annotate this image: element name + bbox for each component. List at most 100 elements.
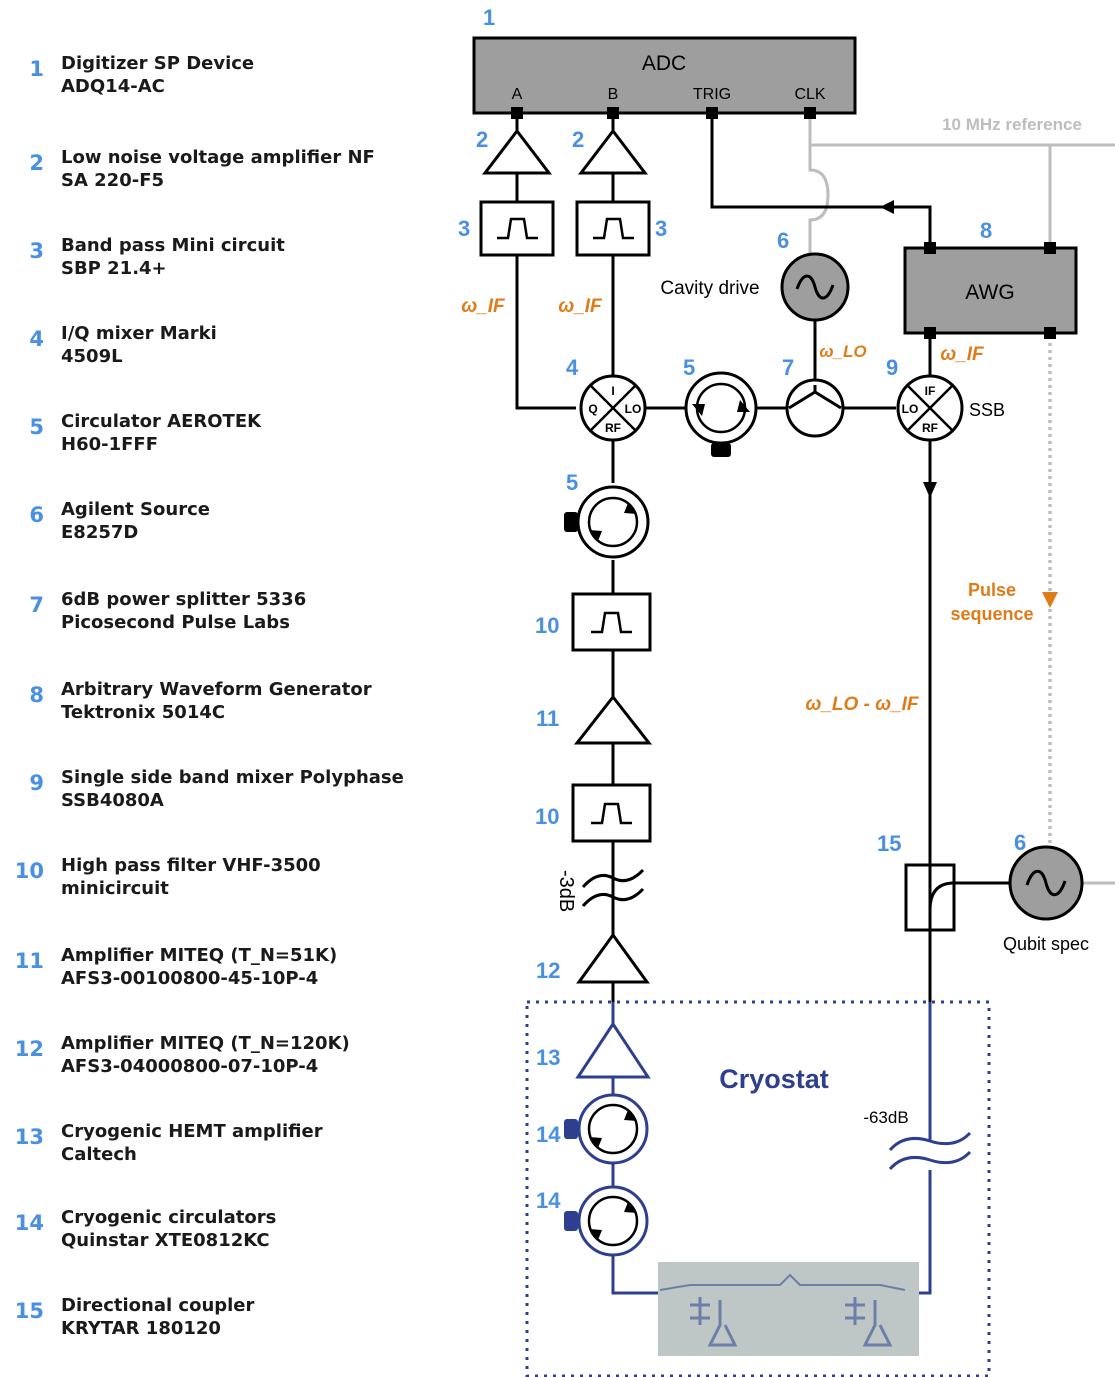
sample-chip-photo xyxy=(658,1262,919,1356)
cryostat-boundary xyxy=(525,1000,991,1377)
legend-number: 10 xyxy=(14,859,44,883)
awg-block: AWG xyxy=(903,242,1078,339)
component-number: 6 xyxy=(1014,830,1026,855)
legend-line-2: SBP 21.4+ xyxy=(61,258,167,279)
component-number: 1 xyxy=(483,5,495,30)
legend-line-2: H60-1FFF xyxy=(61,434,158,455)
black-wires xyxy=(515,114,1010,1002)
iq-mixer: I Q LO RF xyxy=(579,374,647,442)
component-number: 3 xyxy=(655,216,667,241)
iq-port-q: Q xyxy=(588,402,597,416)
circulator-icon xyxy=(564,1185,649,1257)
rf-arrow-icon xyxy=(923,482,937,498)
legend-line-1: Arbitrary Waveform Generator xyxy=(61,679,372,700)
legend-line-2: KRYTAR 180120 xyxy=(61,1318,221,1339)
qubit-spec-source xyxy=(1008,845,1084,921)
component-number: 5 xyxy=(566,470,578,495)
coupler-icon xyxy=(904,863,956,932)
component-number: 12 xyxy=(536,958,560,983)
component-number: 7 xyxy=(782,355,794,380)
component-number: 15 xyxy=(877,831,901,856)
amplifier-triangle-icon xyxy=(576,932,650,984)
pulse-sequence-label-1: Pulse xyxy=(968,580,1016,600)
circulator-icon xyxy=(684,371,758,457)
legend-number: 12 xyxy=(14,1037,44,1061)
omega-if-label-b: ω_IF xyxy=(558,296,603,317)
legend-item: 12 Amplifier MITEQ (T_N=120K)AFS3-0400080… xyxy=(0,1032,450,1080)
pulse-arrow-icon xyxy=(1042,592,1058,608)
legend-line-2: Picosecond Pulse Labs xyxy=(61,612,290,633)
legend-line-1: Agilent Source xyxy=(61,499,210,520)
legend-number: 6 xyxy=(29,503,44,527)
legend-line-1: Circulator AEROTEK xyxy=(61,411,262,432)
component-number: 8 xyxy=(980,218,992,243)
adc-port-b: B xyxy=(608,86,619,103)
legend-number: 1 xyxy=(29,57,44,81)
legend-number: 14 xyxy=(14,1211,44,1235)
legend-line-2: E8257D xyxy=(61,522,139,543)
qubit-spec-label: Qubit spec xyxy=(1003,934,1089,954)
bandpass-filter-icon xyxy=(575,200,651,257)
ssb-label: SSB xyxy=(969,400,1005,420)
cavity-drive-source xyxy=(780,252,850,322)
legend-line-2: Tektronix 5014C xyxy=(61,702,226,723)
component-number: 5 xyxy=(683,355,695,380)
legend-line-1: Band pass Mini circuit xyxy=(61,235,285,256)
legend-line-2: SSB4080A xyxy=(61,790,164,811)
highpass-filter-icon xyxy=(571,592,652,652)
legend-number: 3 xyxy=(29,239,44,263)
omega-if-label-a: ω_IF xyxy=(461,296,506,317)
splitter-icon xyxy=(785,378,845,438)
component-number: 4 xyxy=(566,355,579,380)
legend-number: 11 xyxy=(14,949,44,973)
omega-lo-label: ω_LO xyxy=(819,342,866,361)
reference-lines xyxy=(808,114,1115,885)
attenuation-top-label: -3dB xyxy=(555,870,577,912)
legend-line-1: Low noise voltage amplifier NF xyxy=(61,147,375,168)
legend-line-1: Directional coupler xyxy=(61,1295,255,1316)
adc-port-a: A xyxy=(512,86,523,103)
legend-line-1: Amplifier MITEQ (T_N=51K) xyxy=(61,945,338,966)
mixer-icon xyxy=(906,384,954,432)
ssb-port-rf: RF xyxy=(922,421,938,435)
legend-number: 8 xyxy=(29,683,44,707)
legend-line-1: Single side band mixer Polyphase xyxy=(61,767,404,788)
legend-number: 7 xyxy=(29,593,44,617)
component-number: 13 xyxy=(536,1045,560,1070)
legend-line-1: Cryogenic circulators xyxy=(61,1207,277,1228)
awg-label: AWG xyxy=(965,281,1014,304)
circulator-icon xyxy=(564,1093,649,1165)
legend-line-1: High pass filter VHF-3500 xyxy=(61,855,321,876)
bandpass-filter-icon xyxy=(479,200,555,257)
amplifier-triangle-icon xyxy=(575,1021,651,1079)
attenuator-icon xyxy=(888,1131,972,1171)
legend-number: 2 xyxy=(29,151,44,175)
legend-description: Amplifier MITEQ (T_N=120K)AFS3-04000800-… xyxy=(61,1032,350,1078)
iq-port-i: I xyxy=(611,384,614,398)
attenuation-cryo-label: -63dB xyxy=(863,1108,908,1127)
amplifier-triangle-icon xyxy=(577,128,649,175)
highpass-filter-icon xyxy=(571,783,652,843)
component-number: 10 xyxy=(535,804,559,829)
legend-line-1: Amplifier MITEQ (T_N=120K) xyxy=(61,1033,350,1054)
component-number: 11 xyxy=(536,706,559,731)
cryostat-label: Cryostat xyxy=(719,1064,829,1094)
